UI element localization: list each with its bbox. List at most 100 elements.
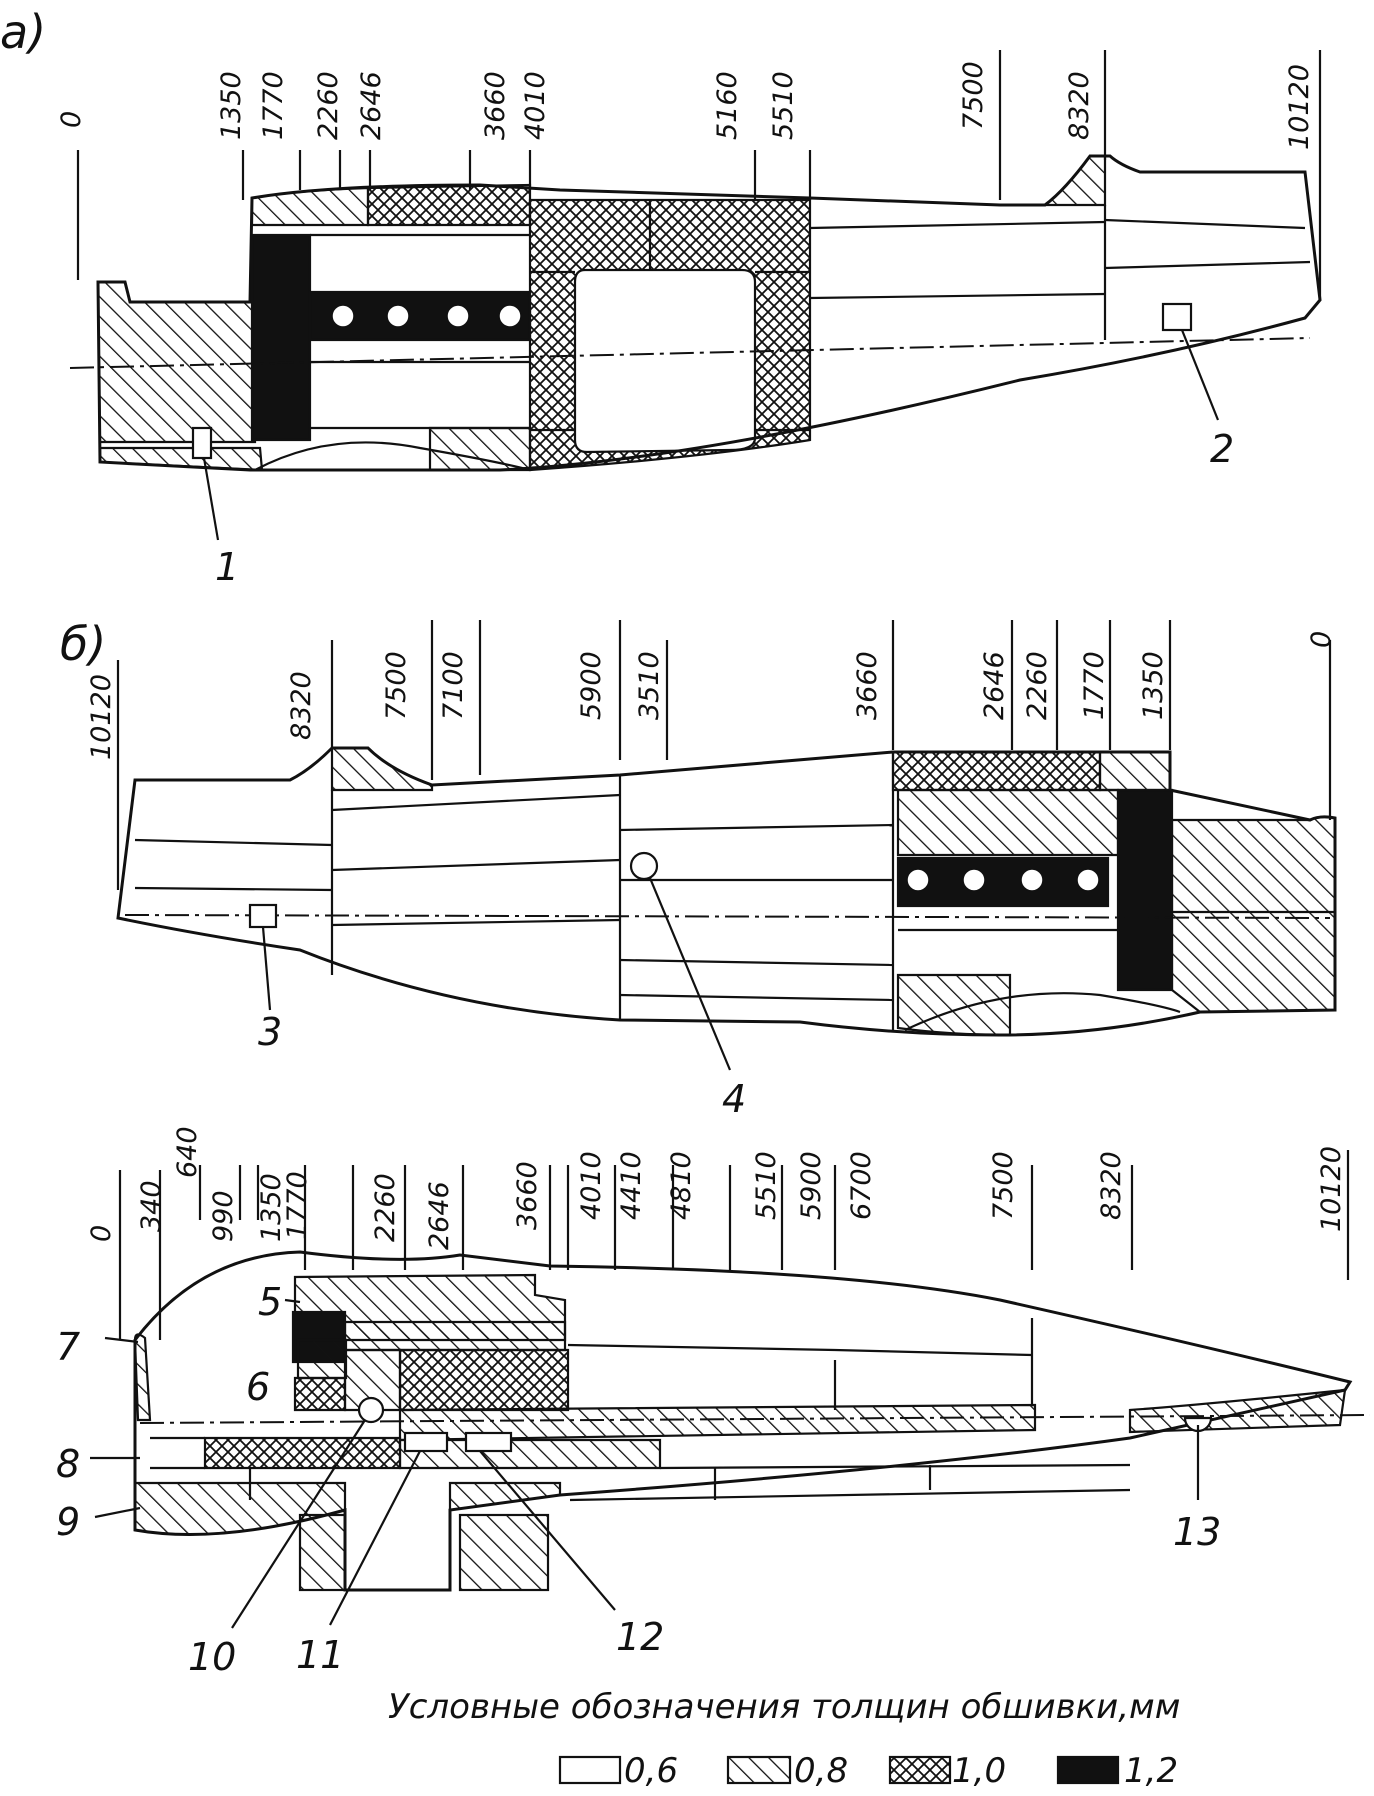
- view-b: б): [60, 617, 1337, 1121]
- svg-text:1770: 1770: [258, 71, 289, 140]
- view-c-gear-fairing-left: [298, 1513, 347, 1592]
- svg-text:990: 990: [208, 1190, 239, 1242]
- view-c-crosshatch-strip: [203, 1436, 402, 1470]
- svg-text:3510: 3510: [634, 651, 665, 720]
- svg-text:5900: 5900: [796, 1151, 827, 1220]
- legend: Условные обозначения толщин обшивки,мм 0…: [388, 1687, 1180, 1791]
- svg-text:1350: 1350: [216, 71, 247, 140]
- svg-text:2260: 2260: [1022, 651, 1053, 720]
- view-b-nose-panel: [1170, 815, 1337, 1014]
- view-a-top-crosshatch: [366, 183, 532, 227]
- legend-label-0-8: 0,8: [794, 1751, 848, 1791]
- view-c-callout-box-11: [403, 1431, 449, 1453]
- svg-text:10120: 10120: [1316, 1146, 1347, 1232]
- callout-4: 4: [722, 1077, 746, 1121]
- svg-text:3660: 3660: [480, 71, 511, 140]
- view-a-nose-panel: [96, 280, 257, 444]
- callout-6: 6: [246, 1365, 270, 1409]
- view-a: а): [0, 5, 1322, 589]
- view-c-lower-right-panel: [448, 1481, 562, 1512]
- legend-label-0-6: 0,6: [624, 1751, 678, 1791]
- svg-text:640: 640: [172, 1126, 203, 1178]
- view-b-station-labels: 10120 8320 7500 7100 5900 3510 3660 2646…: [86, 631, 1337, 760]
- svg-text:7500: 7500: [958, 61, 989, 130]
- legend-swatch-1-2: [1056, 1755, 1120, 1785]
- svg-text:0: 0: [86, 1225, 117, 1242]
- view-a-callout-box-2: [1161, 302, 1193, 332]
- callout-12: 12: [616, 1615, 664, 1659]
- view-a-solid-frame: [250, 233, 312, 442]
- svg-text:7100: 7100: [438, 651, 469, 720]
- view-c-gear-fairing-right: [458, 1513, 550, 1592]
- view-c-callout-box-12: [464, 1431, 513, 1453]
- legend-label-1-0: 1,0: [952, 1751, 1006, 1791]
- svg-text:1350: 1350: [1138, 651, 1169, 720]
- svg-text:0: 0: [56, 111, 87, 128]
- view-b-callout-circle-4: [629, 851, 659, 881]
- callout-10: 10: [188, 1635, 236, 1679]
- svg-text:5510: 5510: [768, 71, 799, 140]
- callout-11: 11: [296, 1633, 344, 1677]
- view-c-nose-cap: [133, 1333, 152, 1422]
- view-a-tail-panel: [1041, 154, 1107, 207]
- view-c-station-lines: [118, 1150, 1350, 1340]
- view-a-station-lines: [76, 50, 1322, 300]
- legend-label-1-2: 1,2: [1124, 1751, 1178, 1791]
- callout-9: 9: [56, 1500, 80, 1544]
- view-a-window-frame: [528, 198, 812, 472]
- legend-swatch-1-0: [888, 1755, 952, 1785]
- svg-text:8320: 8320: [286, 671, 317, 740]
- svg-text:4010: 4010: [576, 1151, 607, 1220]
- view-c-callout-mark-13: [1183, 1416, 1213, 1433]
- view-b-lightening-holes: [906, 868, 1100, 892]
- view-c-tail-strip: [1128, 1388, 1347, 1434]
- view-b-top-crosshatch: [891, 750, 1102, 792]
- view-a-callout-box-1: [191, 426, 213, 460]
- view-b-hole-band: [896, 856, 1110, 908]
- view-c: 5 6 7 8 9 10 11 12 13 0 340 640 990 1350…: [56, 1126, 1371, 1679]
- callout-5: 5: [258, 1280, 282, 1324]
- view-a-label: а): [0, 5, 46, 59]
- view-b-label: б): [60, 617, 106, 671]
- svg-text:2646: 2646: [979, 651, 1010, 720]
- legend-title: Условные обозначения толщин обшивки,мм: [388, 1687, 1180, 1727]
- svg-text:0: 0: [1306, 631, 1337, 648]
- svg-text:10120: 10120: [86, 674, 117, 760]
- callout-2: 2: [1210, 427, 1234, 471]
- svg-text:2260: 2260: [313, 71, 344, 140]
- callout-1: 1: [215, 545, 239, 589]
- svg-text:5160: 5160: [712, 71, 743, 140]
- callout-8: 8: [56, 1442, 80, 1486]
- callout-7: 7: [56, 1325, 80, 1369]
- svg-text:2646: 2646: [356, 71, 387, 140]
- view-a-lightening-holes: [331, 304, 522, 328]
- svg-text:4010: 4010: [520, 71, 551, 140]
- view-a-top-strip: [250, 186, 370, 227]
- svg-text:8320: 8320: [1064, 71, 1095, 140]
- view-c-station-labels: 0 340 640 990 1350 1770 2260 2646 3660 4…: [86, 1126, 1347, 1250]
- svg-text:1350: 1350: [256, 1173, 287, 1242]
- view-c-callout-circle-10: [357, 1396, 385, 1424]
- svg-text:1770: 1770: [282, 1171, 313, 1240]
- view-c-crosshatch-block: [398, 1348, 570, 1412]
- view-a-station-labels: 0 1350 1770 2260 2646 3660 4010 5160 551…: [56, 61, 1315, 150]
- svg-text:2260: 2260: [370, 1173, 401, 1242]
- svg-text:340: 340: [136, 1180, 167, 1232]
- callout-13: 13: [1173, 1510, 1221, 1554]
- svg-text:2646: 2646: [424, 1181, 455, 1250]
- view-c-lower-left-panel: [133, 1481, 347, 1536]
- view-b-callout-box-3: [248, 903, 278, 929]
- svg-text:6700: 6700: [846, 1151, 877, 1220]
- view-b-side-panel: [896, 788, 1120, 857]
- svg-text:4410: 4410: [616, 1151, 647, 1220]
- svg-text:5900: 5900: [576, 651, 607, 720]
- legend-swatch-0-8: [726, 1755, 792, 1785]
- svg-text:7500: 7500: [988, 1151, 1019, 1220]
- svg-text:7500: 7500: [381, 651, 412, 720]
- svg-text:10120: 10120: [1284, 64, 1315, 150]
- callout-3: 3: [258, 1010, 282, 1054]
- legend-swatch-0-6: [558, 1755, 622, 1785]
- svg-text:4810: 4810: [666, 1151, 697, 1220]
- svg-text:3660: 3660: [512, 1161, 543, 1230]
